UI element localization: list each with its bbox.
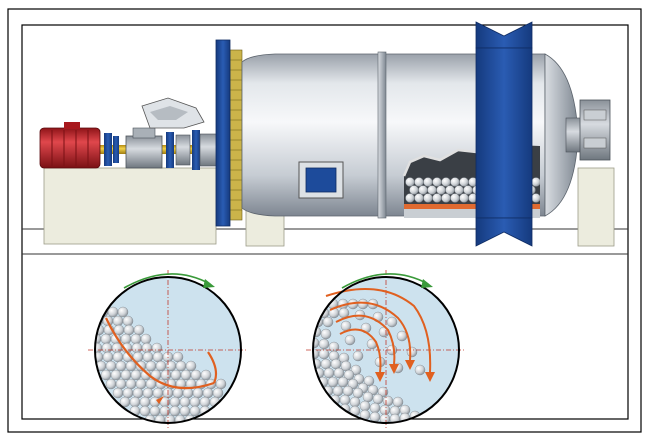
manhole-cover	[306, 168, 336, 192]
coupling-left	[104, 133, 112, 166]
coupling-right	[166, 132, 174, 168]
electric-motor	[40, 122, 100, 168]
bearing-foundation-right	[578, 168, 614, 246]
motor-foundation	[44, 168, 216, 244]
shell-seam	[378, 52, 386, 218]
discharge-flange	[476, 22, 532, 246]
shell-flange-left	[216, 40, 230, 226]
girth-gear	[230, 50, 242, 220]
